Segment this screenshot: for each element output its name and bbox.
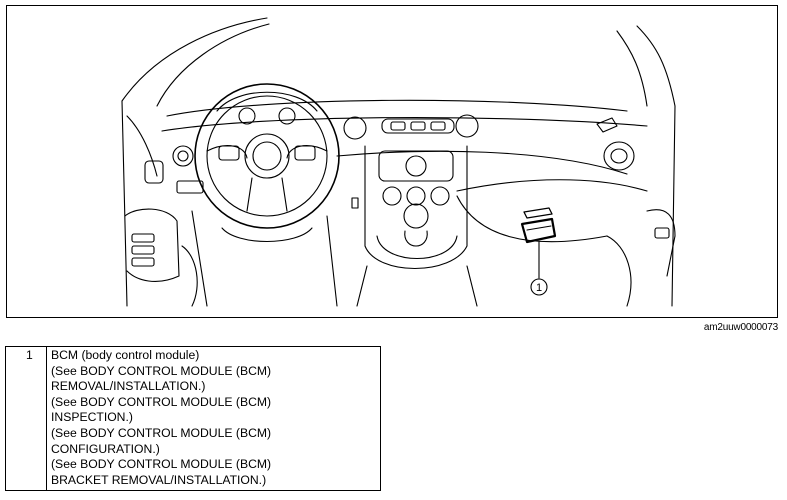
legend-line: (See BODY CONTROL MODULE (BCM) — [51, 363, 272, 378]
figure-id-label: am2uuw0000073 — [703, 322, 778, 333]
right-a-pillar — [636, 25, 676, 107]
callout-number: 1 — [536, 282, 542, 294]
legend-line: INSPECTION.) — [51, 410, 133, 425]
legend-line: (See BODY CONTROL MODULE (BCM) — [51, 394, 272, 409]
callout-circle — [530, 278, 548, 296]
left-a-pillar — [121, 17, 268, 102]
legend-line: BCM (body control module) — [51, 348, 200, 362]
legend-item-description: BCM (body control module) (See BODY CONT… — [46, 345, 381, 492]
dashboard-illustration: 1 — [6, 5, 778, 318]
legend-item-number: 1 — [5, 345, 47, 492]
dashboard-line-drawing: 1 — [121, 17, 676, 307]
legend-table: 1 BCM (body control module) (See BODY CO… — [5, 345, 381, 492]
legend-line: BRACKET REMOVAL/INSTALLATION.) — [51, 472, 267, 487]
legend-line: CONFIGURATION.) — [51, 441, 160, 456]
legend-line: REMOVAL/INSTALLATION.) — [51, 379, 206, 394]
legend-row: 1 BCM (body control module) (See BODY CO… — [5, 345, 381, 492]
legend-line: (See BODY CONTROL MODULE (BCM) — [51, 425, 272, 440]
legend-line: (See BODY CONTROL MODULE (BCM) — [51, 457, 272, 472]
